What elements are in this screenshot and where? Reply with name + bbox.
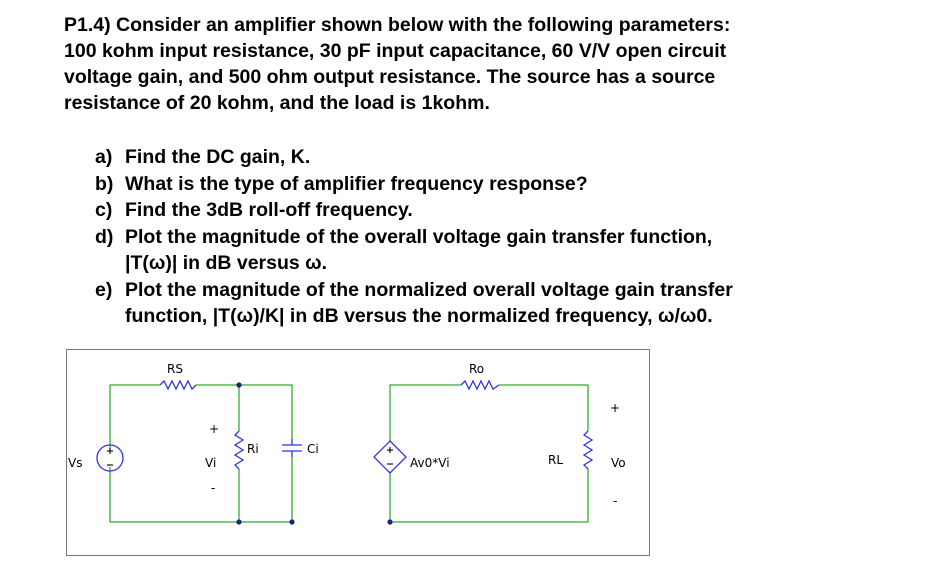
vs-label: Vs [68,456,82,470]
rs-label: RS [167,362,183,376]
vo-minus-label: - [613,494,617,508]
dependent-voltage-source [373,440,407,474]
problem-line: voltage gain, and 500 ohm output resista… [64,66,716,88]
node-dot [289,519,295,525]
circuit-frame [66,349,650,556]
vi-minus-label: - [211,481,215,495]
circuit-nodes [236,382,393,525]
wire [109,384,160,449]
problem-line: 100 kohm input resistance, 30 pF input c… [64,40,727,62]
source-polarity-marks [107,447,393,466]
question-a: a) Find the DC gain, K. [95,144,895,171]
question-label: b) [95,172,114,195]
rl-label: RL [548,453,563,467]
ro-resistor [460,379,500,391]
question-label: a) [95,146,113,168]
problem-line: resistance of 20 kohm, and the load is 1… [64,92,490,114]
question-e: e) Plot the magnitude of the normalized … [95,277,895,330]
problem-line: P1.4) Consider an amplifier shown below … [64,14,731,36]
question-text: function, |T(ω)/K| in dB versus the norm… [125,305,713,327]
wire [389,469,589,523]
question-label: c) [95,199,113,221]
wire [109,467,292,523]
wire [389,384,461,441]
wire [499,384,589,431]
ri-resistor [233,430,245,470]
question-text: Find the 3dB roll-off frequency. [125,199,413,221]
circuit-wires [109,384,589,523]
node-dot [236,382,242,388]
question-b: b) What is the type of amplifier frequen… [95,171,895,198]
node-dot [236,519,242,525]
question-d: d) Plot the magnitude of the overall vol… [95,224,895,277]
question-text: Plot the magnitude of the overall voltag… [125,225,713,248]
question-label: e) [95,278,113,301]
circuit-components [96,379,594,474]
question-text: What is the type of amplifier frequency … [125,172,588,195]
wire [196,384,293,439]
amplifier-circuit-diagram: RS Ro Vs + Vi - Ri Ci Av0*Vi RL + Vo - [66,349,650,556]
rs-resistor [159,379,197,391]
vi-plus-label: + [209,422,219,436]
rl-resistor [582,430,594,470]
vs-voltage-source [96,444,124,472]
dep-source-label: Av0*Vi [410,456,450,470]
vo-plus-label: + [610,401,620,415]
ci-label: Ci [307,442,319,456]
question-text: Plot the magnitude of the normalized ove… [125,278,733,301]
question-text: |T(ω)| in dB versus ω. [125,252,328,274]
node-dot [387,519,393,525]
vo-label: Vo [611,456,626,470]
ri-label: Ri [247,442,259,456]
problem-statement: P1.4) Consider an amplifier shown below … [64,12,904,116]
question-list: a) Find the DC gain, K. b) What is the t… [95,144,895,330]
question-text: Find the DC gain, K. [125,146,311,168]
question-label: d) [95,225,114,248]
question-c: c) Find the 3dB roll-off frequency. [95,197,895,224]
vi-label: Vi [205,456,216,470]
ro-label: Ro [469,362,484,376]
circuit-schematic: RS Ro Vs + Vi - Ri Ci Av0*Vi RL + Vo - [66,349,650,556]
